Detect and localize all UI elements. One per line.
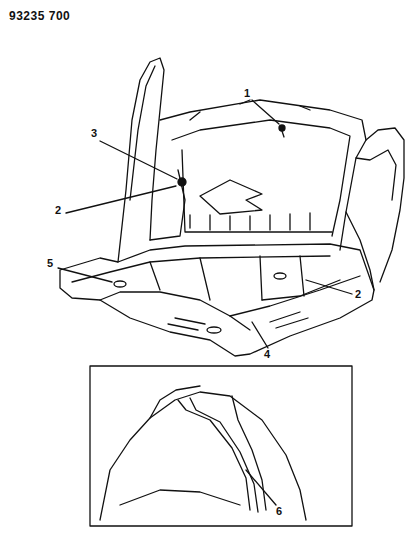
callout-number: 5 [46,258,54,269]
callout-number: 2 [54,205,62,216]
callout-number: 6 [275,506,283,517]
callout-number: 3 [90,128,98,139]
reference-number: 93235 700 [8,10,71,22]
callout-number: 4 [263,349,271,360]
callout-number: 1 [243,88,251,99]
callout-number: 2 [354,289,362,300]
